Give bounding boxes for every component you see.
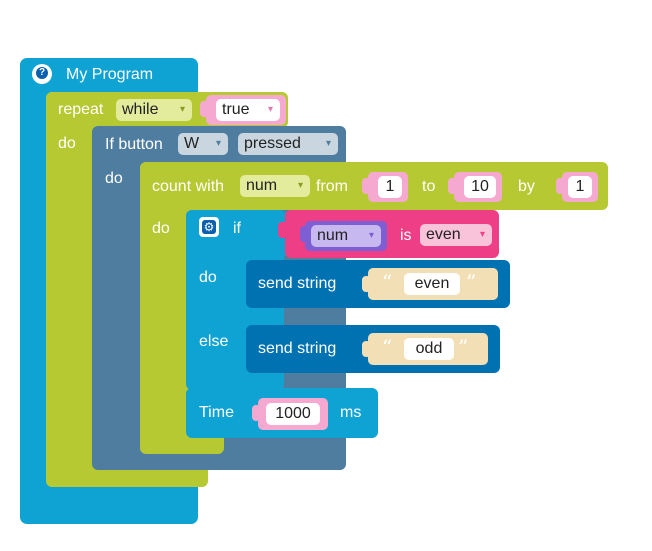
help-icon[interactable]: ? (32, 64, 52, 84)
count-variable-dropdown[interactable]: num ▾ (240, 175, 310, 197)
time-label: Time (199, 404, 234, 421)
close-quote-icon: ” (458, 335, 469, 359)
input-tab (200, 101, 209, 117)
if-do-label: do (199, 269, 217, 286)
program-title: My Program (66, 66, 154, 83)
repeat-mode-dropdown[interactable]: while ▾ (116, 99, 192, 121)
time-number-field[interactable]: 1000 (266, 403, 320, 425)
if-label: if (233, 220, 241, 237)
input-tab (448, 178, 457, 194)
button-value: W (184, 135, 200, 152)
string-odd-field[interactable]: odd (404, 338, 454, 360)
count-label: count with (152, 178, 225, 195)
variable-dropdown[interactable]: num ▾ (311, 225, 381, 247)
condition-dropdown[interactable]: true ▾ (216, 99, 280, 121)
input-tab (300, 226, 309, 242)
gear-icon[interactable]: ⚙ (199, 217, 219, 237)
repeat-do-label: do (58, 135, 76, 152)
chevron-down-icon: ▾ (179, 104, 185, 115)
input-tab (556, 178, 565, 194)
if-button-label: If button (105, 136, 163, 153)
button-state-value: pressed (244, 135, 301, 152)
chevron-down-icon: ▾ (215, 138, 221, 149)
parity-dropdown[interactable]: even ▾ (420, 224, 492, 246)
input-tab (278, 222, 288, 238)
to-number-field[interactable]: 10 (464, 176, 496, 198)
send-even-label: send string (258, 275, 337, 292)
chevron-down-icon: ▾ (368, 230, 374, 241)
variable-value: num (317, 227, 349, 244)
parity-value: even (426, 226, 461, 243)
chevron-down-icon: ▾ (479, 229, 485, 240)
repeat-label: repeat (58, 101, 104, 118)
by-number-field[interactable]: 1 (568, 176, 592, 198)
from-number-field[interactable]: 1 (378, 176, 402, 198)
chevron-down-icon: ▾ (297, 180, 303, 191)
repeat-mode-value: while (122, 101, 159, 118)
else-label: else (199, 333, 229, 350)
chevron-down-icon: ▾ (267, 104, 273, 115)
count-by-label: by (518, 178, 535, 195)
close-quote-icon: ” (466, 270, 477, 294)
string-even-field[interactable]: even (404, 273, 460, 295)
count-from-label: from (316, 178, 348, 195)
count-to-label: to (422, 178, 436, 195)
if-button-do-label: do (105, 170, 123, 187)
count-variable-value: num (246, 177, 278, 194)
input-tab (362, 276, 371, 292)
chevron-down-icon: ▾ (325, 138, 331, 149)
count-do-label: do (152, 220, 170, 237)
open-quote-icon: “ (382, 270, 393, 294)
input-tab (362, 178, 371, 194)
send-odd-label: send string (258, 340, 337, 357)
open-quote-icon: “ (382, 335, 393, 359)
is-label: is (400, 227, 412, 244)
time-unit-label: ms (340, 404, 362, 421)
button-dropdown[interactable]: W ▾ (178, 133, 228, 155)
condition-value: true (222, 101, 250, 118)
button-state-dropdown[interactable]: pressed ▾ (238, 133, 338, 155)
input-tab (252, 405, 261, 421)
input-tab (362, 341, 371, 357)
